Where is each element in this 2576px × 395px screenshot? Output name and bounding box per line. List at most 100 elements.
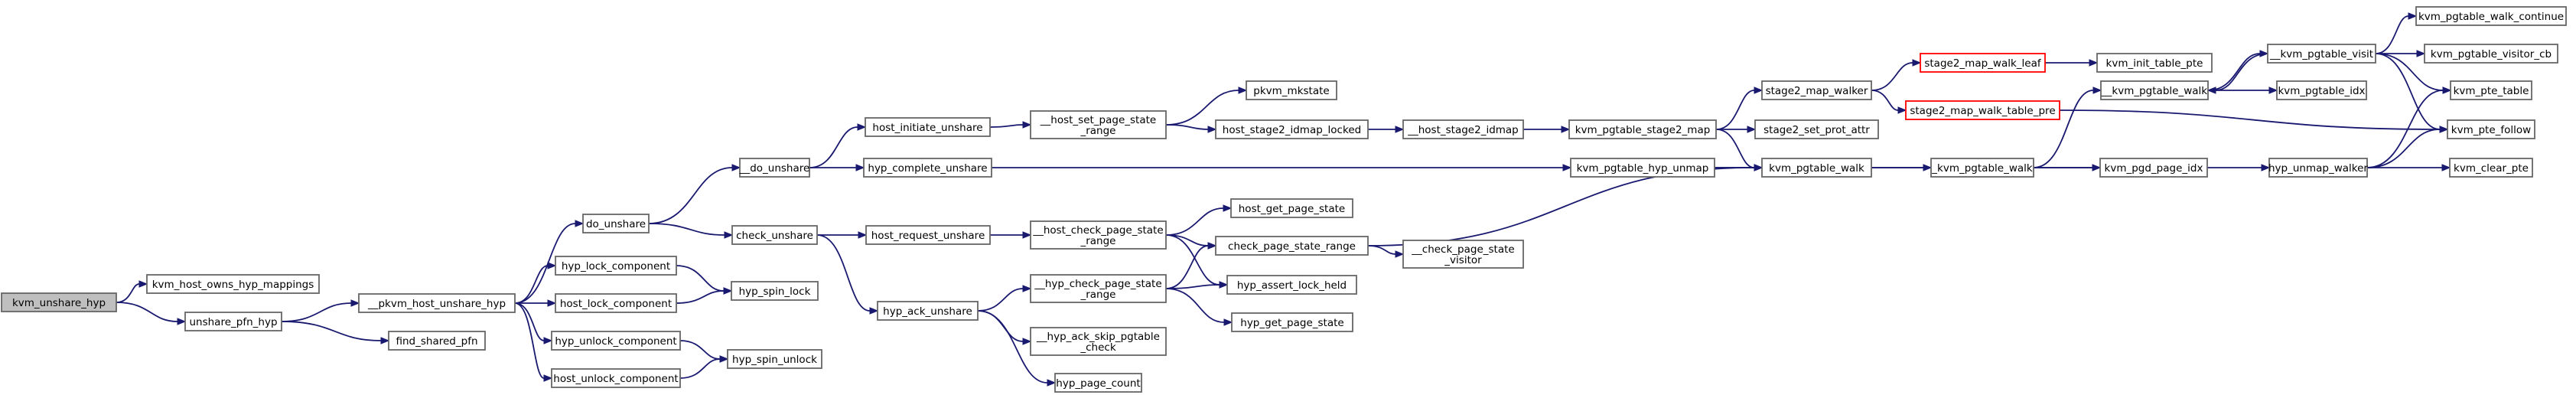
node-label: pkvm_mkstate bbox=[1253, 85, 1329, 97]
node-box bbox=[1030, 220, 1167, 250]
graph-node[interactable]: stage2_set_prot_attr bbox=[1754, 119, 1879, 139]
edge-arrowhead bbox=[1923, 164, 1933, 171]
edge-arrowhead bbox=[1223, 204, 1233, 212]
call-edge bbox=[679, 340, 721, 360]
graph-node[interactable]: hyp_unmap_walker bbox=[2268, 158, 2368, 178]
graph-node[interactable]: hyp_spin_unlock bbox=[727, 349, 822, 369]
graph-node[interactable]: kvm_unshare_hyp bbox=[1, 292, 117, 312]
graph-node[interactable]: host_lock_component bbox=[555, 293, 677, 313]
node-label: host_lock_component bbox=[560, 298, 672, 310]
node-label: _range bbox=[1080, 289, 1115, 301]
graph-node[interactable]: kvm_clear_pte bbox=[2449, 158, 2533, 178]
graph-node[interactable]: hyp_complete_unshare bbox=[863, 158, 992, 178]
graph-node[interactable]: kvm_host_owns_hyp_mappings bbox=[146, 274, 320, 294]
graph-node[interactable]: kvm_pgtable_hyp_unmap bbox=[1570, 158, 1715, 178]
graph-node[interactable]: host_unlock_component bbox=[551, 368, 681, 388]
node-box bbox=[1030, 110, 1167, 139]
graph-node[interactable]: hyp_get_page_state bbox=[1231, 312, 1353, 332]
graph-node[interactable]: __check_page_state_visitor bbox=[1402, 240, 1524, 269]
graph-node[interactable]: find_shared_pfn bbox=[388, 331, 486, 351]
graph-node[interactable]: hyp_ack_unshare bbox=[877, 301, 979, 321]
node-label: hyp_ack_unshare bbox=[883, 305, 972, 318]
graph-node[interactable]: __pkvm_host_unshare_hyp bbox=[358, 293, 516, 313]
node-label: __pkvm_host_unshare_hyp bbox=[367, 298, 506, 310]
graph-node[interactable]: __do_unshare bbox=[739, 158, 810, 178]
graph-node[interactable]: __host_check_page_state_range bbox=[1030, 220, 1167, 250]
edge-arrowhead bbox=[547, 262, 557, 269]
call-edge bbox=[1165, 245, 1209, 289]
edge-arrowhead bbox=[2261, 164, 2271, 171]
graph-node[interactable]: hyp_assert_lock_held bbox=[1226, 275, 1357, 295]
node-label: kvm_unshare_hyp bbox=[12, 297, 106, 309]
graph-node[interactable]: kvm_pgtable_idx bbox=[2276, 80, 2367, 100]
graph-node[interactable]: __kvm_pgtable_visit bbox=[2267, 44, 2376, 64]
node-box bbox=[1761, 158, 1872, 178]
call-edge bbox=[514, 302, 545, 379]
graph-node[interactable]: _kvm_pgtable_walk bbox=[1930, 158, 2034, 178]
node-box bbox=[358, 293, 516, 313]
graph-node[interactable]: stage2_map_walk_table_pre bbox=[1905, 100, 2060, 120]
graph-node[interactable]: check_unshare bbox=[731, 225, 818, 245]
node-label: kvm_init_table_pte bbox=[2106, 57, 2203, 70]
node-label: hyp_lock_component bbox=[562, 260, 670, 273]
graph-node[interactable]: kvm_pte_follow bbox=[2447, 119, 2535, 139]
node-box bbox=[863, 158, 992, 178]
node-label: kvm_pgtable_stage2_map bbox=[1575, 124, 1711, 136]
graph-node[interactable]: __host_set_page_state_range bbox=[1030, 110, 1167, 139]
graph-node[interactable]: __hyp_ack_skip_pgtable_check bbox=[1030, 327, 1167, 356]
node-label: hyp_page_count bbox=[1056, 377, 1140, 390]
node-label: check_unshare bbox=[736, 230, 813, 242]
node-label: kvm_clear_pte bbox=[2454, 162, 2529, 175]
graph-node[interactable]: kvm_pte_table bbox=[2450, 80, 2532, 100]
call-edge bbox=[2366, 129, 2441, 168]
node-box bbox=[2450, 80, 2532, 100]
node-box bbox=[2268, 158, 2368, 178]
edge-arrowhead bbox=[1219, 281, 1229, 289]
graph-node[interactable]: kvm_init_table_pte bbox=[2096, 53, 2213, 73]
edge-arrowhead bbox=[1207, 242, 1217, 250]
graph-node[interactable]: kvm_pgd_page_idx bbox=[2099, 158, 2208, 178]
graph-node[interactable]: __host_stage2_idmap bbox=[1402, 119, 1524, 139]
graph-node[interactable]: kvm_pgtable_walk_continue bbox=[2415, 6, 2567, 26]
node-label: kvm_pte_table bbox=[2454, 85, 2529, 97]
graph-node[interactable]: pkvm_mkstate bbox=[1246, 80, 1337, 100]
graph-node[interactable]: check_page_state_range bbox=[1215, 236, 1369, 256]
node-box bbox=[551, 331, 681, 351]
call-edge bbox=[2033, 90, 2094, 168]
graph-node[interactable]: stage2_map_walker bbox=[1761, 80, 1872, 100]
node-box bbox=[2415, 6, 2567, 26]
graph-node[interactable]: host_stage2_idmap_locked bbox=[1215, 119, 1369, 139]
call-edge bbox=[2375, 53, 2444, 91]
graph-node[interactable]: kvm_pgtable_stage2_map bbox=[1568, 119, 1717, 139]
call-edge bbox=[1165, 234, 1220, 286]
node-label: unshare_pfn_hyp bbox=[189, 316, 277, 328]
edge-arrowhead bbox=[2408, 12, 2418, 20]
call-edge bbox=[2375, 53, 2441, 130]
graph-node[interactable]: kvm_pgtable_walk bbox=[1761, 158, 1872, 178]
graph-node[interactable]: do_unshare bbox=[582, 214, 650, 233]
node-box bbox=[1246, 80, 1337, 100]
graph-node[interactable]: hyp_page_count bbox=[1054, 373, 1142, 393]
graph-node[interactable]: host_request_unshare bbox=[865, 225, 991, 245]
graph-node[interactable]: stage2_map_walk_leaf bbox=[1920, 53, 2046, 73]
node-label: __hyp_ack_skip_pgtable bbox=[1036, 331, 1160, 343]
edge-arrowhead bbox=[2439, 126, 2449, 133]
graph-node[interactable]: unshare_pfn_hyp bbox=[184, 312, 282, 331]
node-label: hyp_spin_unlock bbox=[732, 354, 817, 366]
edge-arrowhead bbox=[1395, 126, 1405, 133]
edge-arrowhead bbox=[1223, 318, 1233, 326]
graph-node[interactable]: __hyp_check_page_state_range bbox=[1030, 274, 1167, 303]
call-edge bbox=[116, 302, 178, 322]
node-label: host_request_unshare bbox=[871, 230, 985, 242]
graph-node[interactable]: hyp_unlock_component bbox=[551, 331, 681, 351]
graph-node[interactable]: __kvm_pgtable_walk bbox=[2100, 80, 2209, 100]
graph-node[interactable]: hyp_spin_lock bbox=[731, 281, 819, 301]
graph-node[interactable]: host_initiate_unshare bbox=[865, 117, 991, 137]
graph-node[interactable]: kvm_pgtable_visitor_cb bbox=[2424, 44, 2558, 64]
edge-arrowhead bbox=[731, 164, 741, 171]
node-label: _kvm_pgtable_walk bbox=[1931, 162, 2033, 175]
graph-node[interactable]: hyp_lock_component bbox=[555, 256, 677, 276]
graph-node[interactable]: host_get_page_state bbox=[1230, 198, 1353, 218]
node-label: hyp_unmap_walker bbox=[2268, 162, 2368, 175]
call-edge bbox=[2366, 90, 2444, 168]
